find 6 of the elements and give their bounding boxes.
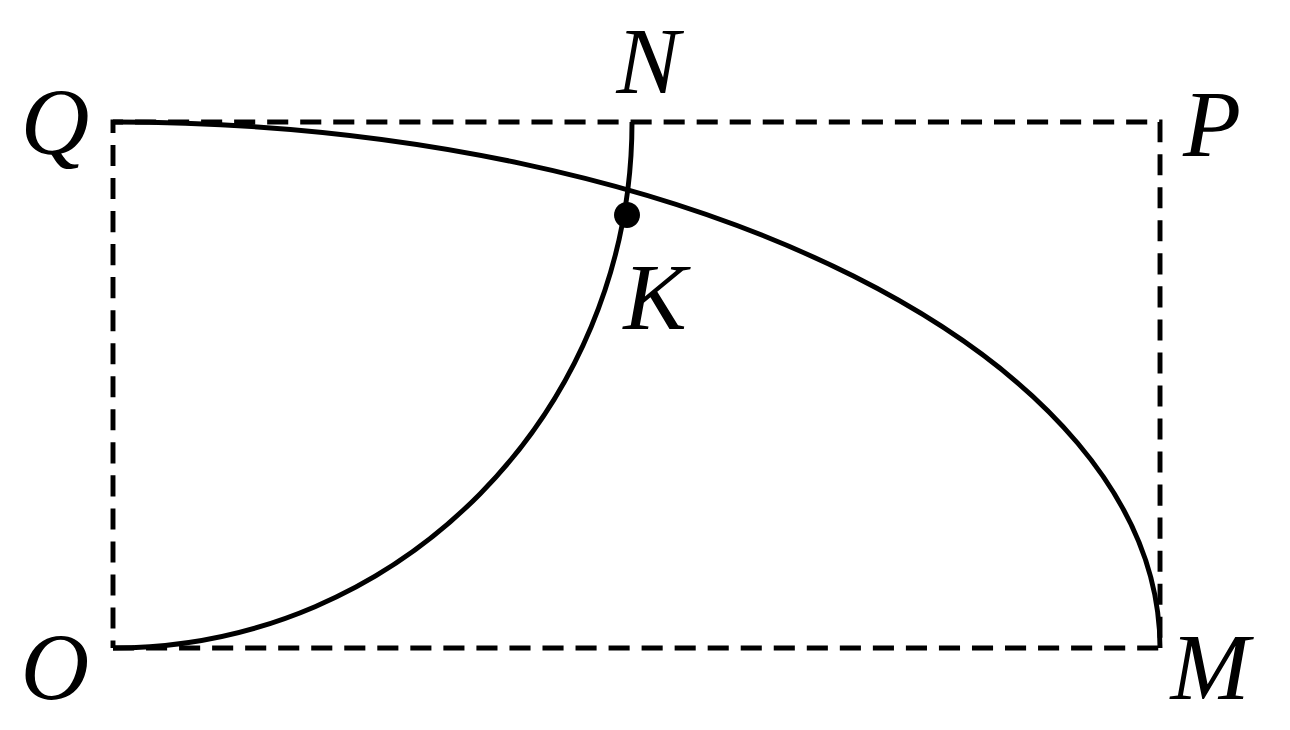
point-label: M: [1169, 636, 1254, 700]
point-label: P: [1182, 93, 1239, 157]
point-label: O: [25, 636, 88, 700]
point-label: K: [622, 266, 691, 330]
point-label: N: [615, 30, 685, 94]
point-label: Q: [25, 90, 88, 170]
